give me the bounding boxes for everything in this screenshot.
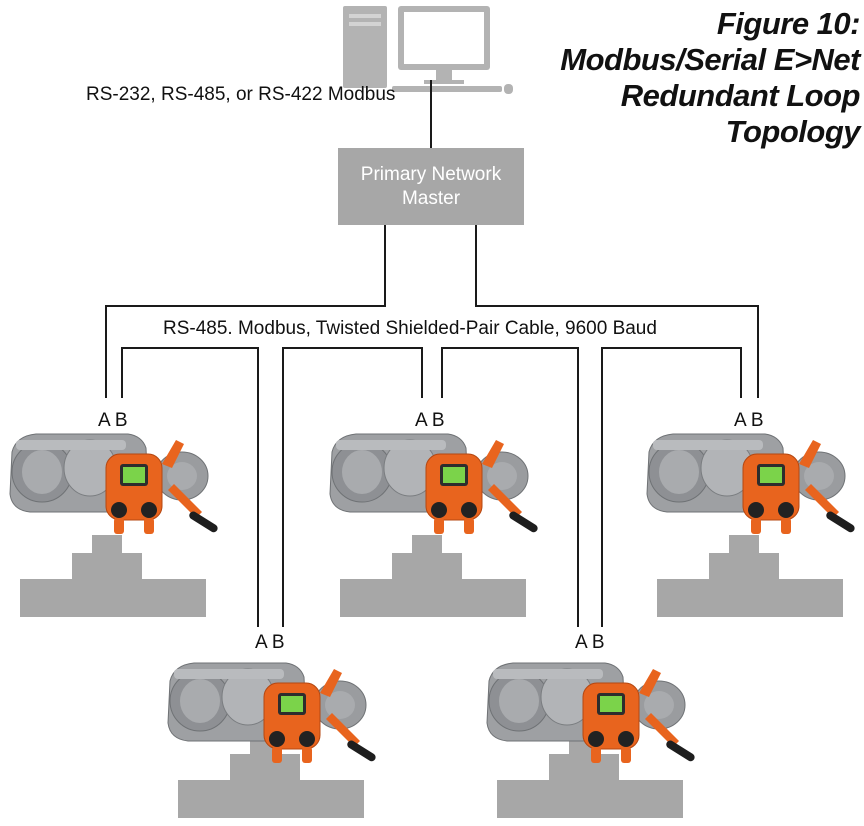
- host-link-label: RS-232, RS-485, or RS-422 Modbus: [86, 84, 396, 105]
- figure-title: Figure 10: Modbus/Serial E>Net Redundant…: [560, 6, 860, 150]
- figure-title-line-3: Redundant Loop: [620, 78, 861, 113]
- computer-icon: [343, 6, 513, 94]
- figure-title-line-1: Figure 10:: [716, 6, 861, 41]
- terminal-label-1: A B: [98, 410, 128, 431]
- terminal-label-4: A B: [255, 632, 285, 653]
- actuator-2: [329, 433, 540, 617]
- terminal-label-3: A B: [734, 410, 764, 431]
- figure-title-line-4: Topology: [725, 114, 861, 149]
- figure-title-line-2: Modbus/Serial E>Net: [560, 42, 860, 77]
- wiring: [105, 80, 759, 627]
- actuator-5: [486, 662, 697, 818]
- actuator-1: [9, 433, 220, 617]
- terminal-label-2: A B: [415, 410, 445, 431]
- master-label-line-1: Primary Network: [360, 163, 502, 185]
- master-label-line-2: Master: [401, 187, 461, 209]
- primary-network-master: Primary Network Master: [338, 148, 524, 225]
- actuator-4: [167, 662, 378, 818]
- actuator-3: [646, 433, 857, 617]
- terminal-label-5: A B: [575, 632, 605, 653]
- bus-label: RS-485. Modbus, Twisted Shielded-Pair Ca…: [163, 318, 657, 339]
